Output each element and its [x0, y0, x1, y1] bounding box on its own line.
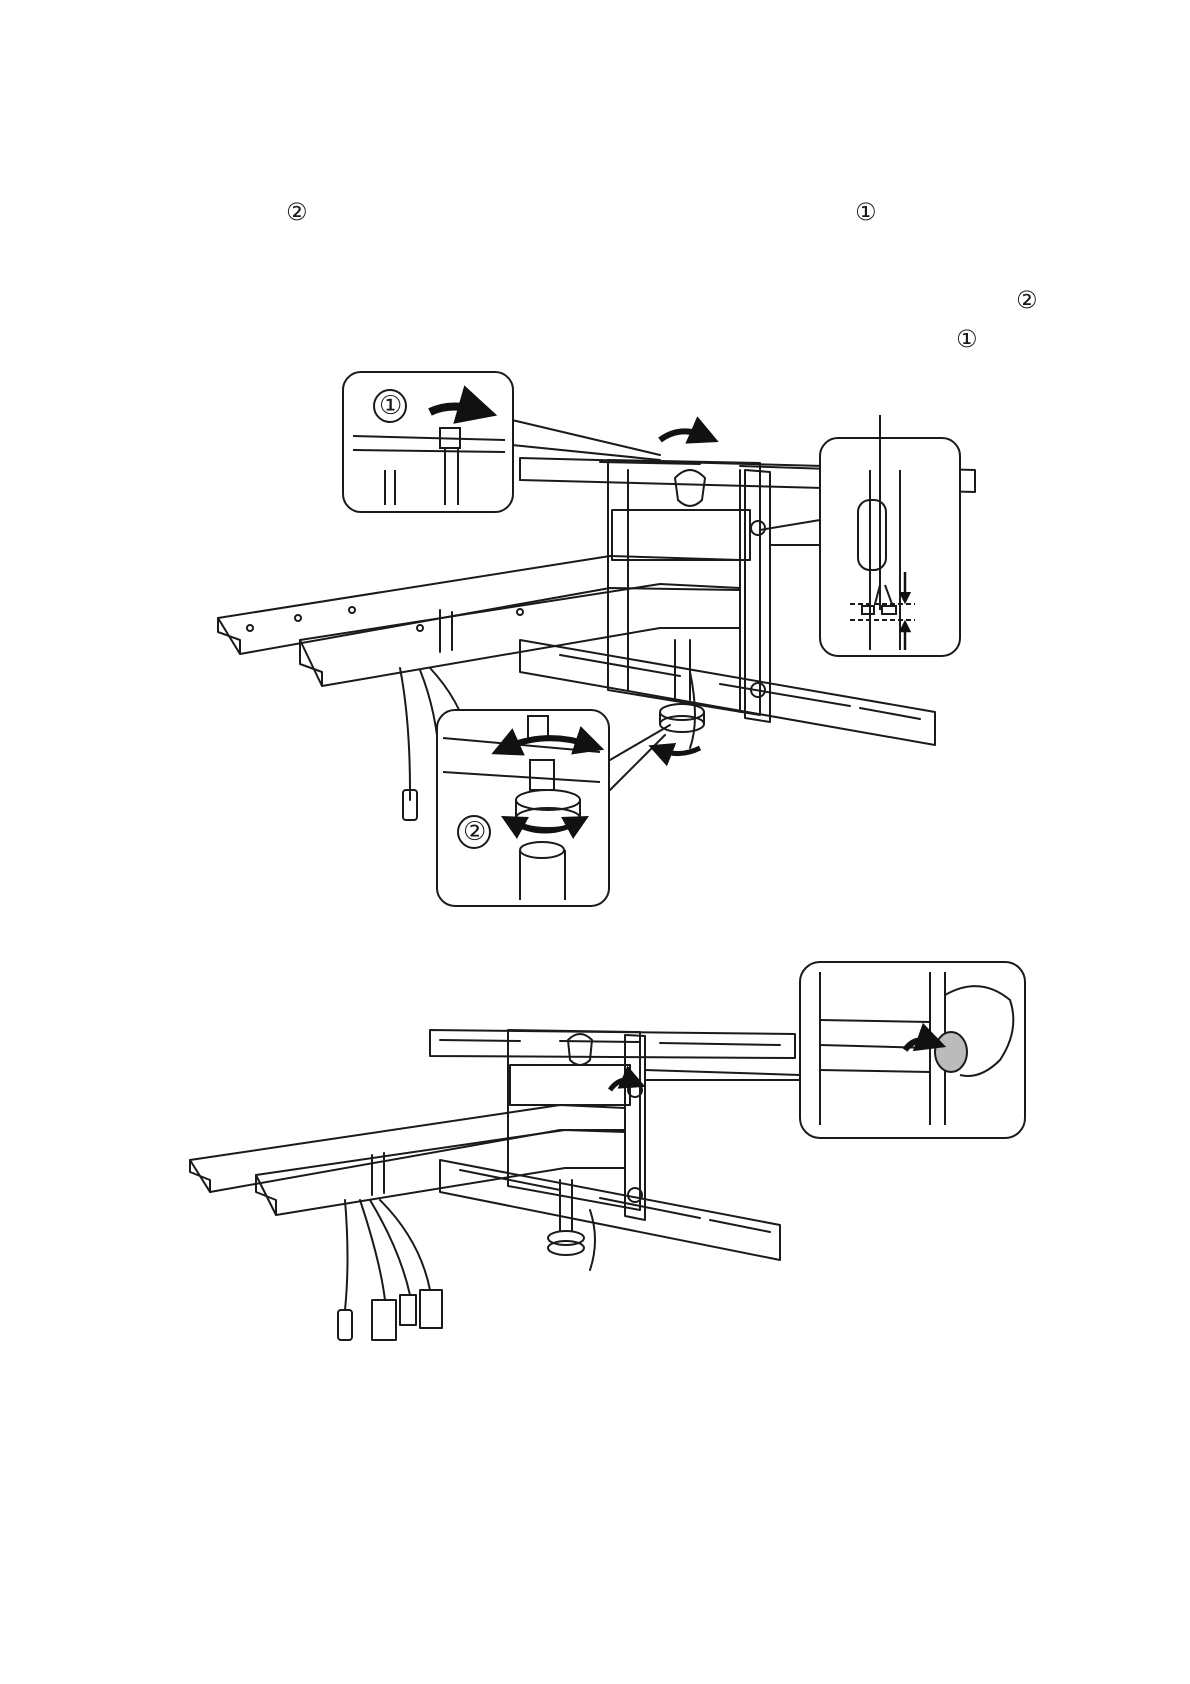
inset-bottom [437, 710, 609, 906]
long-arm-upper [218, 556, 740, 654]
inset-bottom-right [800, 962, 1025, 1138]
plate-crossbar [612, 510, 750, 560]
assembly-illustration-bottom [190, 1030, 800, 1340]
inset-top-left [343, 372, 513, 512]
inset-step-label-2: ② [463, 818, 486, 846]
keyhole-slot [675, 470, 705, 506]
cable [400, 668, 410, 800]
rotate-arrow-icon [660, 431, 705, 440]
inset-step-label-1: ① [379, 392, 402, 420]
vertical-support [745, 470, 770, 722]
rotate-arrow-icon [660, 748, 700, 754]
inset-top-right [820, 415, 960, 656]
